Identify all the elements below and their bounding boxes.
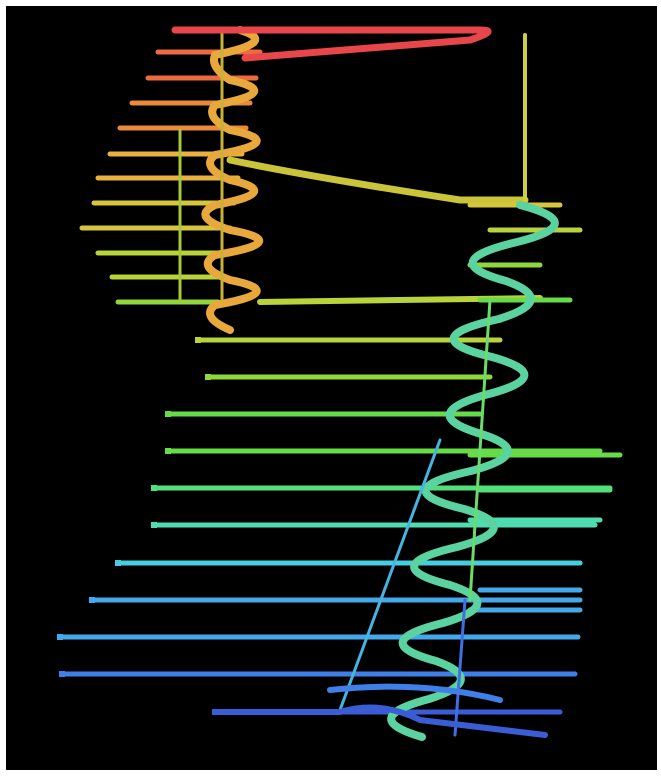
bottom-strand [212, 704, 548, 738]
rung-tip [115, 560, 121, 566]
rung-tip [59, 671, 65, 677]
lower-helix [387, 201, 559, 741]
lower-spine-2 [338, 438, 442, 712]
upper-helix [201, 26, 264, 334]
bottom-strand-2 [327, 683, 503, 703]
lower-spine [468, 298, 492, 602]
rung-tip [57, 634, 63, 640]
rung-tip [89, 597, 95, 603]
top-crossing [171, 26, 492, 62]
rung-tip [165, 411, 171, 417]
rung-tip [205, 374, 211, 380]
lower-spine-3 [453, 598, 467, 737]
long-crossing [226, 156, 529, 204]
rung-tip [195, 337, 201, 343]
render-background [6, 6, 657, 770]
rung-tip [151, 522, 157, 528]
rung-tip [151, 485, 157, 491]
rung-tip [165, 448, 171, 454]
